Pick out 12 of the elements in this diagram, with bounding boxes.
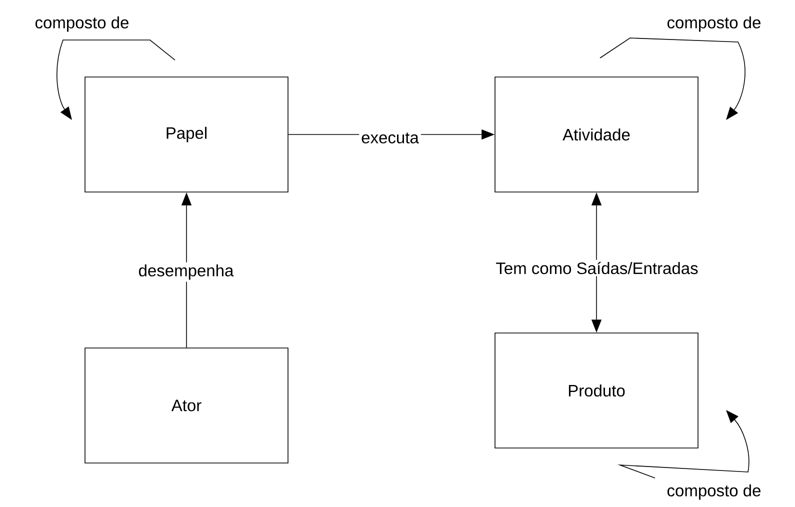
edge-label: desempenha — [136, 262, 236, 282]
process-box: Atividade — [494, 76, 698, 192]
edge-label: Tem como Saídas/Entradas — [494, 260, 700, 276]
edge-label: executa — [359, 130, 421, 146]
curved-arrow — [620, 410, 750, 478]
process-box: Produto — [494, 332, 698, 448]
process-box: Papel — [84, 76, 288, 192]
edge-label: composto de — [32, 14, 132, 34]
edge-label: composto de — [664, 482, 764, 502]
process-box: Ator — [84, 348, 288, 464]
edge-label: composto de — [664, 14, 764, 34]
curved-arrow — [600, 38, 746, 120]
